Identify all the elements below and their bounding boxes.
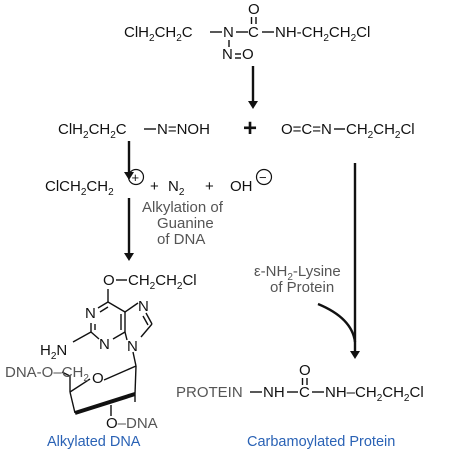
carbonyl-o: O — [248, 1, 260, 18]
carbocation-line: ClCH2CH2 + + N2 + OH − — [45, 168, 273, 198]
ring-c6-c5 — [107, 301, 126, 313]
amino-group: H2N — [40, 342, 67, 362]
alkylation-line-1: Alkylation of — [142, 199, 224, 216]
bond-c5-ch2 — [61, 371, 71, 377]
lysine-line-2: of Protein — [270, 279, 334, 296]
guanine-n3: N — [99, 336, 110, 353]
nitrosourea-chain: ClH2CH2C — [124, 24, 193, 44]
plus-n2: + — [150, 178, 159, 195]
bond-c2-nh2 — [72, 331, 92, 343]
sugar-c4-c3 — [69, 391, 76, 414]
dna-3-prime: O–DNA — [106, 415, 158, 432]
positive-charge — [127, 168, 145, 186]
lysine-reagent: ε-NH2-Lysine of Protein — [254, 263, 341, 296]
alkylation-reagent: Alkylation of Guanine of DNA — [142, 199, 224, 248]
nitrosourea-right: NH-CH2CH2Cl — [275, 24, 370, 44]
hydroxide: OH — [230, 178, 253, 195]
guanine-n7: N — [138, 298, 149, 315]
carbamoyl-c: C — [299, 384, 310, 401]
chloroethyl-cation: ClCH2CH2 — [45, 178, 114, 198]
o6-chain: CH2CH2Cl — [128, 272, 197, 292]
carbamoylated-protein: PROTEIN NH C O NH–CH2CH2Cl — [176, 362, 424, 404]
ring-n9-c4 — [124, 331, 128, 341]
protein-label: PROTEIN — [176, 384, 243, 401]
isocyanate: O=C=N — [281, 121, 332, 138]
diazohydroxide: ClH2CH2C — [58, 121, 127, 141]
nitrosourea: ClH2CH2C N C O NH-CH2CH2Cl N O — [124, 1, 370, 63]
ring-c8-n9 — [140, 323, 153, 338]
sugar-c3-c2-wedge — [74, 392, 136, 415]
ring-oxygen: O — [92, 370, 104, 387]
isocyanate-chain: CH2CH2Cl — [346, 121, 415, 141]
sugar-o-c1 — [103, 365, 137, 381]
alkylation-line-2: Guanine — [157, 215, 214, 232]
guanine-n1: N — [85, 305, 96, 322]
ring-c4-n3 — [112, 331, 126, 340]
caption-carbamoylated-protein: Carbamoylated Protein — [247, 434, 395, 450]
plus-sign: + — [243, 115, 257, 142]
nitroso-o: O — [242, 46, 254, 63]
lysine-line-1: ε-NH2-Lysine — [254, 263, 341, 283]
carbamoyl-o: O — [299, 362, 311, 379]
dna-5-prime: DNA-O–CH2 — [5, 364, 89, 384]
arrow-lysine-curve — [317, 302, 357, 343]
nitrogen-gas: N2 — [168, 178, 185, 198]
caption-alkylated-dna: Alkylated DNA — [47, 434, 141, 450]
bond-n9-c1 — [132, 351, 137, 367]
negative-charge-glyph: − — [259, 170, 267, 185]
o6-chloroethyl: O — [103, 272, 115, 289]
guanine-n9: N — [127, 338, 138, 355]
ring-n7-c8-double — [142, 315, 149, 326]
carbonyl-c: C — [248, 24, 259, 41]
protein-nh: NH — [263, 384, 285, 401]
nitrosourea-n: N — [223, 24, 234, 41]
alkylation-line-3: of DNA — [157, 231, 205, 248]
alkylated-guanine: O CH2CH2Cl N N N N H2N O — [5, 272, 197, 432]
ring-n3-c2 — [90, 331, 100, 340]
ring-n7-c8 — [145, 312, 153, 325]
ring-c5-n7 — [124, 302, 139, 313]
ring-n1-c6-double — [99, 306, 109, 313]
positive-charge-glyph: + — [132, 170, 140, 185]
negative-charge — [255, 168, 273, 186]
sugar-c1-c2 — [134, 365, 137, 395]
nitroso-n: N — [222, 46, 233, 63]
carbamoyl-chain: NH–CH2CH2Cl — [325, 384, 424, 404]
sugar-o-c4 — [69, 378, 91, 393]
plus-oh: + — [205, 178, 214, 195]
ring-n1-c6 — [97, 301, 109, 309]
diazo-group: N=NOH — [157, 121, 210, 138]
